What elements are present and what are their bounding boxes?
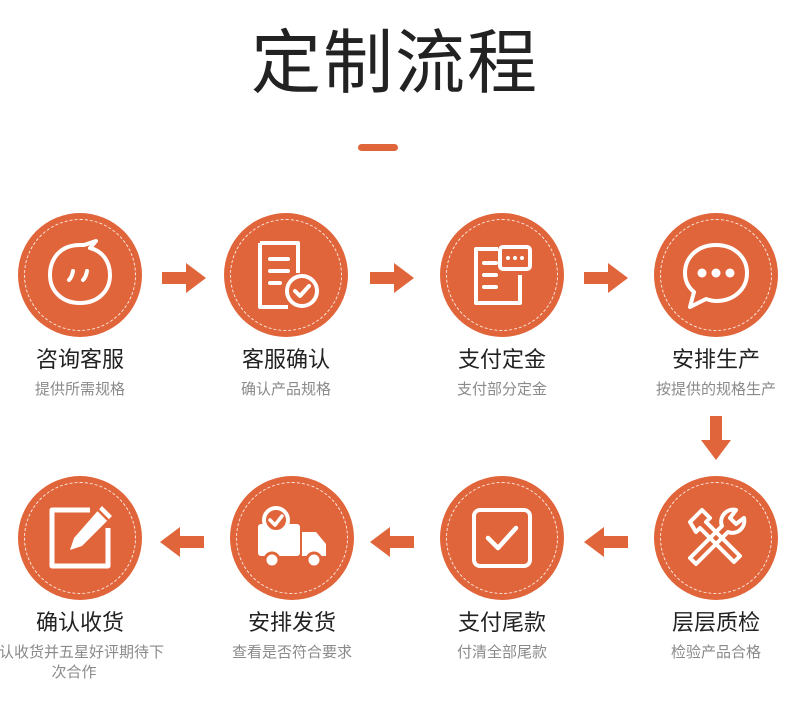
step-title: 支付尾款 bbox=[457, 611, 546, 636]
checkbox-icon bbox=[472, 508, 532, 568]
step-title: 层层质检 bbox=[671, 611, 760, 636]
page-title: 定制流程 bbox=[251, 22, 539, 104]
chat-bubble-icon bbox=[48, 239, 112, 305]
step-receipt: 确认收货 确认收货并五星好评期待下次合作 bbox=[0, 476, 170, 716]
step-title: 安排生产 bbox=[671, 348, 760, 373]
step-desc: 支付部分定金 bbox=[456, 380, 547, 398]
step-title: 咨询客服 bbox=[35, 348, 124, 373]
arrow-right-icon bbox=[584, 263, 628, 293]
step-circle bbox=[230, 476, 354, 600]
step-circle bbox=[18, 476, 142, 600]
step-circle bbox=[224, 213, 348, 337]
step-desc: 提供所需规格 bbox=[34, 380, 125, 398]
arrow-left-icon bbox=[160, 527, 204, 557]
step-desc: 检验产品合格 bbox=[670, 643, 761, 661]
step-deposit: 支付定金 支付部分定金 bbox=[412, 213, 592, 453]
arrow-left-icon bbox=[584, 527, 628, 557]
tools-icon bbox=[688, 507, 747, 566]
arrow-down-icon bbox=[701, 416, 731, 460]
title-underline bbox=[358, 144, 398, 151]
step-consult: 咨询客服 提供所需规格 bbox=[0, 213, 170, 453]
step-title: 确认收货 bbox=[35, 611, 124, 636]
payment-terminal-icon bbox=[474, 245, 532, 305]
step-quality-check: 层层质检 检验产品合格 bbox=[626, 476, 790, 716]
arrow-right-icon bbox=[162, 263, 206, 293]
edit-note-icon bbox=[49, 506, 112, 569]
step-desc: 按提供的规格生产 bbox=[655, 380, 776, 398]
step-circle bbox=[654, 213, 778, 337]
step-circle bbox=[654, 476, 778, 600]
step-circle bbox=[18, 213, 142, 337]
document-check-icon bbox=[258, 241, 319, 309]
speech-bubble-icon bbox=[683, 243, 749, 309]
step-production: 安排生产 按提供的规格生产 bbox=[626, 213, 790, 453]
delivery-truck-icon bbox=[258, 506, 326, 569]
step-title: 客服确认 bbox=[241, 348, 330, 373]
step-circle bbox=[440, 213, 564, 337]
step-service-confirm: 客服确认 确认产品规格 bbox=[196, 213, 376, 453]
step-final-payment: 支付尾款 付清全部尾款 bbox=[412, 476, 592, 716]
arrow-right-icon bbox=[370, 263, 414, 293]
arrow-left-icon bbox=[370, 527, 414, 557]
step-shipping: 安排发货 查看是否符合要求 bbox=[202, 476, 382, 716]
step-desc: 确认产品规格 bbox=[240, 380, 331, 398]
step-desc: 付清全部尾款 bbox=[456, 643, 547, 661]
step-title: 支付定金 bbox=[457, 348, 546, 373]
step-desc: 确认收货并五星好评期待下次合作 bbox=[0, 643, 165, 681]
step-circle bbox=[440, 476, 564, 600]
step-title: 安排发货 bbox=[247, 611, 336, 636]
step-desc: 查看是否符合要求 bbox=[231, 643, 352, 661]
